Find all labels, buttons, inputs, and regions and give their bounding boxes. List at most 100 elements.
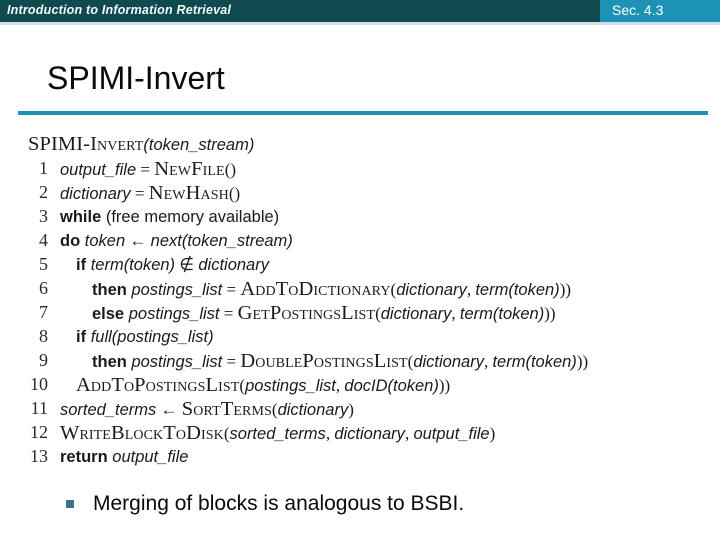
line-number: 13: [30, 446, 48, 466]
code-token-var: sorted_terms: [229, 425, 326, 443]
code-token-op: ): [348, 400, 354, 419]
algorithm-block: SPIMI-Invert(token_stream) 1 output_file …: [0, 133, 720, 470]
line-content: while (free memory available): [60, 206, 279, 228]
section-label: Sec. 4.3: [612, 2, 664, 18]
code-token-op: ,: [483, 352, 493, 371]
line-content: output_file = NewFile(): [60, 158, 236, 181]
code-token-var: full(postings_list): [90, 328, 214, 346]
algorithm-line: 12 WriteBlockToDisk(sorted_terms, diction…: [0, 422, 720, 446]
code-token-kw: if: [76, 256, 87, 274]
code-token-op: (: [239, 376, 246, 395]
code-token-var: docID(token): [344, 377, 439, 395]
line-content: if term(token) ∉ dictionary: [76, 254, 269, 276]
header-underline: [0, 22, 720, 25]
code-token-sc: GetPostingsList: [237, 302, 376, 324]
code-token-op: (: [407, 352, 414, 371]
code-token-op: =: [136, 160, 155, 179]
algorithm-signature: SPIMI-Invert(token_stream): [0, 133, 720, 158]
course-title: Introduction to Information Retrieval: [7, 3, 232, 17]
code-token-op: )): [438, 376, 451, 395]
code-token-sc: NewFile: [154, 158, 225, 180]
code-token-op: ,: [335, 376, 345, 395]
line-number: 3: [39, 206, 48, 226]
line-number: 12: [30, 422, 48, 442]
algorithm-line: 11 sorted_terms ← SortTerms(dictionary): [0, 398, 720, 422]
line-number: 4: [39, 230, 48, 250]
line-content: AddToPostingsList(postings_list, docID(t…: [76, 374, 450, 397]
line-number: 11: [30, 398, 48, 418]
code-token-op: ←: [156, 400, 182, 419]
code-token-kw: else: [92, 305, 125, 323]
code-token-kw: return: [60, 448, 108, 466]
code-token-var: next(token_stream): [150, 232, 293, 250]
line-number: 1: [39, 158, 48, 178]
code-token-op: (): [228, 184, 241, 203]
code-token-sc: AddToDictionary: [240, 278, 391, 300]
code-token-sc: SortTerms: [181, 398, 272, 420]
section-badge-background: [600, 0, 720, 22]
code-token-var: dictionary: [198, 256, 269, 274]
code-token-op: ,: [325, 424, 335, 443]
code-token-kw: do: [60, 232, 81, 250]
code-token-var: dictionary: [413, 353, 484, 371]
code-token-op: (: [271, 400, 278, 419]
code-token-var: dictionary: [277, 401, 349, 419]
title-divider: [18, 111, 708, 115]
code-token-var: term(token): [90, 256, 176, 274]
header-bar: [0, 0, 720, 22]
line-content: do token ← next(token_stream): [60, 230, 293, 252]
code-token-var: postings_list: [128, 305, 220, 323]
code-token-var: token: [84, 232, 126, 250]
square-bullet-icon: [66, 500, 74, 508]
code-token-op: =: [219, 304, 238, 323]
code-token-op: )): [576, 352, 589, 371]
line-content: if full(postings_list): [76, 326, 214, 348]
line-content: else postings_list = GetPostingsList(dic…: [92, 302, 556, 325]
code-token-op: ∉: [175, 255, 199, 274]
code-token-var: dictionary: [334, 425, 405, 443]
code-token-op: (: [223, 424, 230, 443]
line-content: then postings_list = DoublePostingsList(…: [92, 350, 588, 373]
line-number: 9: [39, 350, 48, 370]
code-token-sc: WriteBlockToDisk: [60, 422, 224, 444]
line-number: 8: [39, 326, 48, 346]
code-token-var: output_file: [112, 448, 189, 466]
code-token-var: term(token): [475, 281, 560, 299]
code-token-sc: DoublePostingsList: [240, 350, 408, 372]
algorithm-line: 13 return output_file: [0, 446, 720, 470]
code-token-kw: then: [92, 281, 127, 299]
code-token-kw: while: [60, 208, 102, 226]
code-token-var: postings_list: [131, 281, 223, 299]
list-item: Merging of blocks is analogous to BSBI.: [66, 492, 464, 516]
code-token-var: output_file: [60, 161, 137, 179]
code-token-op: ,: [404, 424, 414, 443]
line-number: 7: [39, 302, 48, 322]
code-token-var: dictionary: [380, 305, 452, 323]
algorithm-line: 10 AddToPostingsList(postings_list, docID…: [0, 374, 720, 398]
code-token-kw: then: [92, 353, 127, 371]
code-token-op: (: [375, 304, 381, 323]
line-number: 6: [39, 278, 48, 298]
code-token-plain: (free memory available): [101, 208, 280, 226]
code-token-var: dictionary: [60, 185, 131, 203]
code-token-var: sorted_terms: [60, 401, 157, 419]
code-token-var: term(token): [459, 305, 545, 323]
line-content: return output_file: [60, 446, 188, 468]
algorithm-args: (token_stream): [143, 136, 255, 154]
algorithm-name: SPIMI-Invert: [28, 133, 144, 155]
algorithm-line: 8 if full(postings_list): [0, 326, 720, 350]
code-token-var: dictionary: [396, 281, 467, 299]
code-token-var: term(token): [492, 353, 577, 371]
line-number: 10: [30, 374, 48, 394]
code-token-sc: AddToPostingsList: [76, 374, 240, 396]
code-token-sc: NewHash: [148, 182, 229, 204]
code-token-var: output_file: [413, 425, 490, 443]
code-token-op: (: [390, 280, 397, 299]
code-token-op: )): [559, 280, 572, 299]
algorithm-line: 4 do token ← next(token_stream): [0, 230, 720, 254]
algorithm-line: 1 output_file = NewFile(): [0, 158, 720, 182]
code-token-op: ,: [451, 304, 460, 323]
